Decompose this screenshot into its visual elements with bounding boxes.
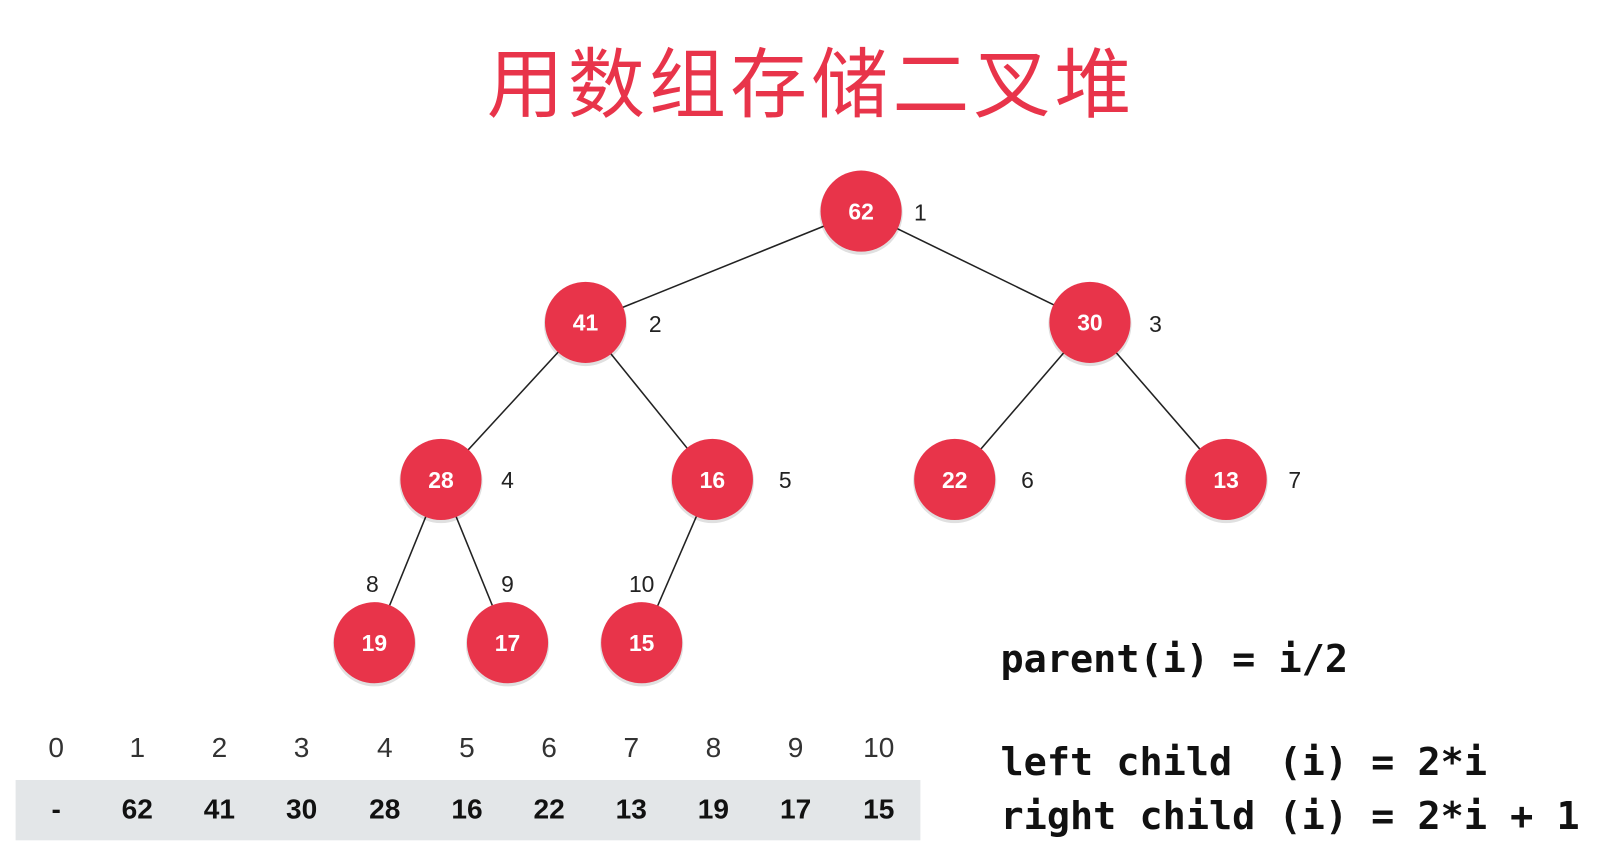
heap-node: 16 (670, 438, 754, 524)
node-index-label: 10 (629, 571, 654, 597)
heap-node: 41 (543, 281, 628, 367)
array-index: 7 (623, 732, 640, 764)
node-value: 28 (428, 467, 454, 493)
array-index: 9 (787, 732, 804, 764)
array-value: 28 (369, 793, 401, 825)
node-circle (914, 438, 996, 520)
slide-title: 用数组存储二叉堆 (486, 40, 1136, 130)
array-index: 8 (705, 732, 722, 764)
array-value: 19 (697, 793, 730, 825)
array-value: 62 (121, 793, 153, 825)
node-circle (333, 602, 415, 684)
array-value: - (51, 793, 61, 825)
node-value: 41 (573, 310, 599, 336)
node-value: 30 (1077, 310, 1102, 336)
array-value: 17 (779, 793, 812, 825)
node-value: 62 (848, 198, 873, 224)
node-circle (671, 438, 753, 520)
tree-edge (860, 210, 1091, 324)
node-circle (1049, 281, 1131, 363)
node-circle (601, 602, 683, 684)
heap-node: 30 (1048, 281, 1132, 367)
heap-node: 13 (1184, 438, 1268, 524)
node-index-label: 8 (366, 571, 379, 597)
node-circle (466, 602, 549, 684)
heap-node: 22 (913, 438, 997, 524)
array-index: 3 (293, 732, 310, 764)
array-value: 41 (203, 793, 236, 825)
formula-left-child: left child (i) = 2*i (1000, 739, 1487, 785)
node-circle (400, 438, 482, 520)
node-circle (1185, 438, 1267, 520)
array-value: 30 (285, 793, 318, 825)
node-circle (544, 281, 627, 363)
node-index-label: 7 (1288, 467, 1301, 493)
heap-node: 17 (465, 602, 550, 687)
array-index: 0 (48, 732, 64, 764)
array-index: 10 (863, 732, 895, 764)
array-index: 5 (459, 732, 475, 764)
node-index-label: 3 (1149, 311, 1162, 337)
node-index-label: 9 (501, 571, 514, 597)
node-value: 15 (629, 630, 655, 656)
array-index: 4 (376, 732, 393, 764)
node-value: 22 (942, 467, 967, 493)
formula-parent: parent(i) = i/2 (1000, 636, 1348, 682)
array-index: 6 (541, 732, 557, 764)
array-value: 15 (863, 793, 895, 825)
formula-right-child: right child (i) = 2*i + 1 (1000, 793, 1580, 839)
array-index: 2 (211, 732, 228, 764)
array-values-row (15, 780, 921, 841)
node-circle (820, 170, 902, 252)
node-index-label: 1 (914, 199, 927, 225)
array-value: 13 (615, 793, 647, 825)
heap-node: 28 (399, 438, 483, 524)
node-index-label: 2 (649, 311, 662, 337)
heap-node: 62 (819, 170, 903, 255)
node-value: 19 (362, 630, 387, 656)
array-value: 22 (533, 793, 565, 825)
node-index-label: 6 (1021, 467, 1034, 493)
heap-node: 15 (600, 602, 684, 687)
array-value: 16 (451, 793, 483, 825)
node-index-label: 5 (779, 467, 792, 493)
node-value: 16 (700, 467, 725, 493)
node-value: 17 (495, 630, 520, 656)
heap-tree: 62 1 41 2 30 3 28 4 16 5 22 6 13 7 19 8 17 9 15 10 (332, 170, 1301, 687)
node-value: 13 (1213, 467, 1238, 493)
heap-node: 19 (332, 602, 416, 687)
array-index: 1 (129, 732, 146, 764)
node-index-label: 4 (501, 467, 514, 493)
tree-edge (585, 210, 862, 324)
